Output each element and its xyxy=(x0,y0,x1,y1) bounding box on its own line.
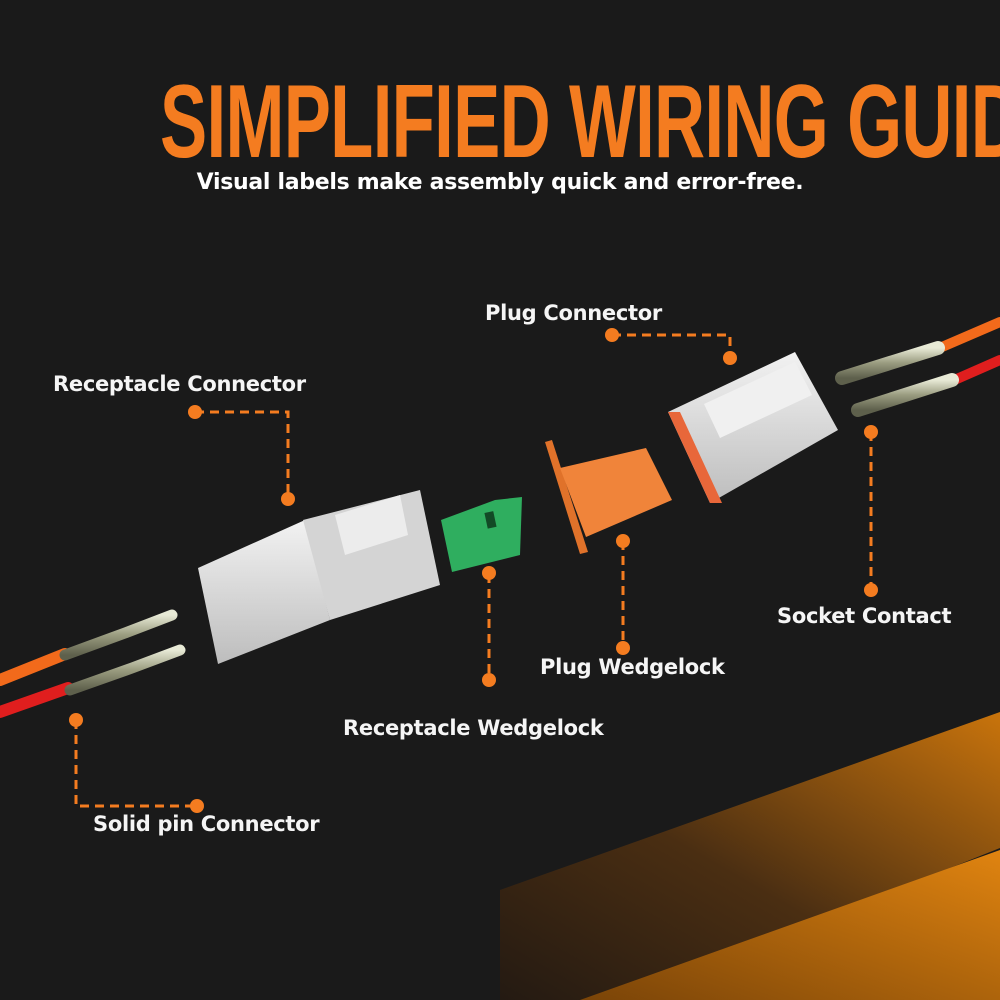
page-subtitle: Visual labels make assembly quick and er… xyxy=(196,170,804,195)
plug-wedgelock-label: Plug Wedgelock xyxy=(540,655,725,679)
callout-dot xyxy=(723,351,737,365)
upper-pin xyxy=(59,609,178,661)
receptacle-wedgelock-illustration xyxy=(441,497,522,572)
callout-dot xyxy=(482,673,496,687)
callout-dot xyxy=(69,713,83,727)
callout-dot xyxy=(482,566,496,580)
socket-contact-illustration xyxy=(835,317,1000,417)
lower-socket xyxy=(851,373,959,417)
callout-dot xyxy=(616,534,630,548)
red-wire xyxy=(0,682,74,718)
upper-socket xyxy=(835,341,945,385)
plug-wedgelock-illustration xyxy=(545,440,672,554)
callout-dot xyxy=(616,641,630,655)
orange-band-lower xyxy=(580,850,1000,1000)
solid-pin-connector-label: Solid pin Connector xyxy=(93,812,320,836)
plug-connector-label: Plug Connector xyxy=(485,301,662,325)
receptacle-connector-illustration xyxy=(198,490,440,664)
receptacle-connector-label: Receptacle Connector xyxy=(53,372,306,396)
solid-pin-connector-leader xyxy=(74,720,197,808)
callout-dot xyxy=(864,425,878,439)
callout-dot xyxy=(605,328,619,342)
orange-band-upper xyxy=(500,712,1000,1000)
callout-dot xyxy=(864,583,878,597)
plug-connector-illustration xyxy=(668,352,838,503)
socket-contact-label: Socket Contact xyxy=(777,604,952,628)
callout-dot xyxy=(188,405,202,419)
orange-wire xyxy=(0,648,71,686)
receptacle-connector-leader xyxy=(195,410,290,498)
callout-dot xyxy=(190,799,204,813)
solid-pin-connector-illustration xyxy=(0,609,186,718)
callout-dot xyxy=(281,492,295,506)
receptacle-wedgelock-label: Receptacle Wedgelock xyxy=(343,716,604,740)
plug-connector-leader xyxy=(612,333,732,357)
orange-wire-right xyxy=(930,317,1000,355)
lower-pin xyxy=(64,644,186,696)
